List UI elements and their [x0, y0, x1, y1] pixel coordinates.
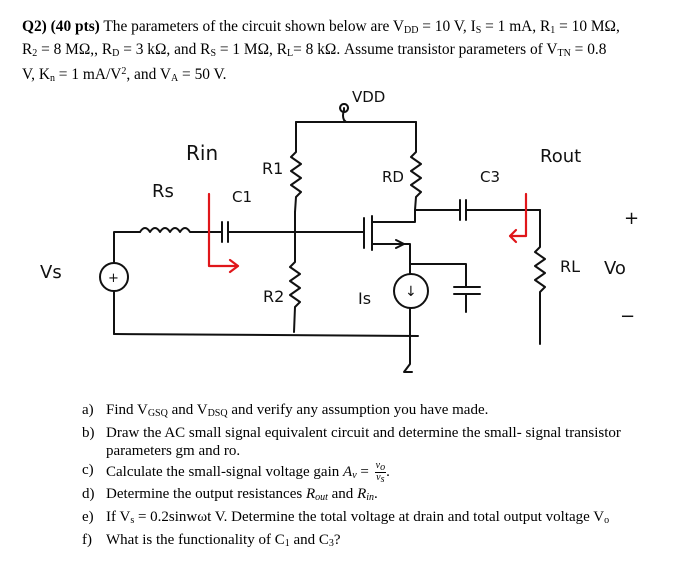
r1-resistor	[290, 121, 302, 213]
r1-label: R1	[262, 159, 283, 178]
rl-resistor	[534, 209, 546, 345]
question-c: c)Calculate the small-signal voltage gai…	[82, 459, 390, 485]
vs-plus-sign: +	[108, 271, 119, 286]
mosfet-gate	[339, 217, 365, 249]
rout-label: Rout	[540, 146, 581, 167]
annotation-arrows	[207, 192, 528, 274]
rin-label: Rin	[186, 141, 218, 165]
question-a: a)Find VGSQ and VDSQ and verify any assu…	[82, 402, 489, 419]
problem-statement: Q2) (40 pts) The parameters of the circu…	[22, 18, 620, 84]
rl-label: RL	[560, 257, 580, 276]
rout-arrow	[508, 192, 528, 244]
is-label: Is	[358, 289, 371, 308]
vo-minus-sign: −	[620, 306, 635, 327]
c1-label: C1	[232, 188, 252, 206]
question-d: d)Determine the output resistances Rout …	[82, 486, 378, 504]
c1-capacitor	[211, 221, 241, 243]
bypass-capacitor	[453, 286, 481, 313]
c3-label: C3	[480, 168, 500, 186]
rs-label: Rs	[152, 181, 174, 202]
rd-label: RD	[382, 168, 404, 186]
rd-resistor	[410, 121, 422, 211]
mosfet-arrow	[395, 239, 405, 249]
vdd-node	[339, 103, 350, 123]
vs-source-circle	[99, 262, 129, 292]
circuit-diagram: VDD Rin Rout Rs C1 R1 R2 RD C3 Is Vs RL …	[40, 88, 639, 373]
vo-plus-sign: +	[624, 208, 639, 229]
source-node-wire	[409, 263, 467, 288]
rin-arrow	[207, 192, 240, 274]
vs-wire	[113, 231, 141, 335]
is-source-circle	[393, 273, 429, 309]
question-list: a)Find VGSQ and VDSQ and verify any assu…	[82, 401, 682, 553]
vs-label: Vs	[40, 262, 62, 283]
bottom-rail-wire	[113, 333, 419, 337]
question-f: f)What is the functionality of C1 and C3…	[82, 531, 341, 549]
vdd-label: VDD	[352, 88, 385, 106]
c3-capacitor	[451, 199, 541, 221]
question-e: e)If Vs = 0.2sinwωt V. Determine the tot…	[82, 508, 610, 526]
r2-label: R2	[263, 287, 284, 306]
mosfet-drain-source	[371, 209, 416, 265]
is-arrow-icon: ↓	[405, 284, 417, 300]
vo-label: Vo	[604, 258, 626, 279]
ground-symbol	[403, 343, 413, 373]
question-b: b)Draw the AC small signal equivalent ci…	[82, 424, 621, 460]
r2-resistor	[289, 211, 301, 333]
problem-label: Q2) (40 pts)	[22, 18, 100, 35]
rs-resistor	[139, 227, 213, 233]
